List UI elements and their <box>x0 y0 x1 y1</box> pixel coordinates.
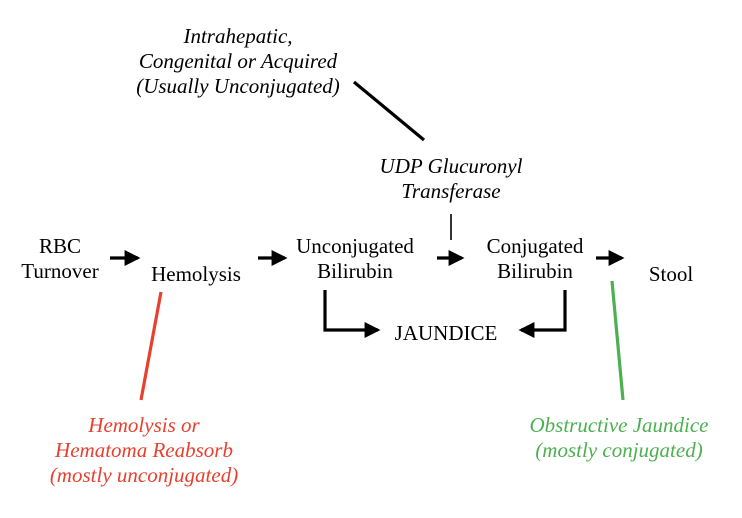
obstructive-annotation: Obstructive Jaundice (mostly conjugated) <box>508 413 730 463</box>
intrahepatic-annotation: Intrahepatic, Congenital or Acquired (Us… <box>108 24 368 99</box>
intrahepatic-line-1: Intrahepatic, <box>183 24 293 48</box>
node-stool: Stool <box>636 262 706 287</box>
node-conjugated-bilirubin: Conjugated Bilirubin <box>470 234 600 284</box>
node-rbc-turnover: RBC Turnover <box>10 234 110 284</box>
node-hemolysis: Hemolysis <box>138 262 254 287</box>
node-unconjugated-line-1: Unconjugated <box>296 234 414 258</box>
obstructive-line-1: Obstructive Jaundice <box>529 413 709 437</box>
arrow-unconjugated-to-jaundice <box>323 290 381 338</box>
hemolysis-cause-line-3: (mostly unconjugated) <box>49 463 239 487</box>
node-conjugated-line-1: Conjugated <box>486 234 584 258</box>
intrahepatic-line-3: (Usually Unconjugated) <box>136 74 340 98</box>
node-jaundice-label: JAUNDICE <box>394 321 498 345</box>
intrahepatic-pointer-line <box>352 80 426 142</box>
node-stool-label: Stool <box>648 262 694 286</box>
enzyme-line-2: Transferase <box>401 179 501 203</box>
hemolysis-cause-annotation: Hemolysis or Hematoma Reabsorb (mostly u… <box>30 413 258 488</box>
node-rbc-turnover-line-1: RBC <box>38 234 82 258</box>
obstructive-pointer-line <box>610 280 625 401</box>
node-hemolysis-label: Hemolysis <box>151 262 241 286</box>
node-unconjugated-bilirubin: Unconjugated Bilirubin <box>280 234 430 284</box>
node-unconjugated-line-2: Bilirubin <box>317 259 393 283</box>
hemolysis-cause-line-1: Hemolysis or <box>88 413 200 437</box>
node-conjugated-line-2: Bilirubin <box>497 259 573 283</box>
obstructive-line-2: (mostly conjugated) <box>535 438 703 462</box>
intrahepatic-line-2: Congenital or Acquired <box>138 49 338 73</box>
node-jaundice: JAUNDICE <box>382 321 510 346</box>
enzyme-line-1: UDP Glucuronyl <box>379 154 523 178</box>
enzyme-label: UDP Glucuronyl Transferase <box>345 154 557 204</box>
node-rbc-turnover-line-2: Turnover <box>21 259 99 283</box>
arrow-conjugated-to-jaundice <box>518 290 567 338</box>
hemolysis-pointer-line <box>139 291 163 401</box>
hemolysis-cause-line-2: Hematoma Reabsorb <box>55 438 233 462</box>
